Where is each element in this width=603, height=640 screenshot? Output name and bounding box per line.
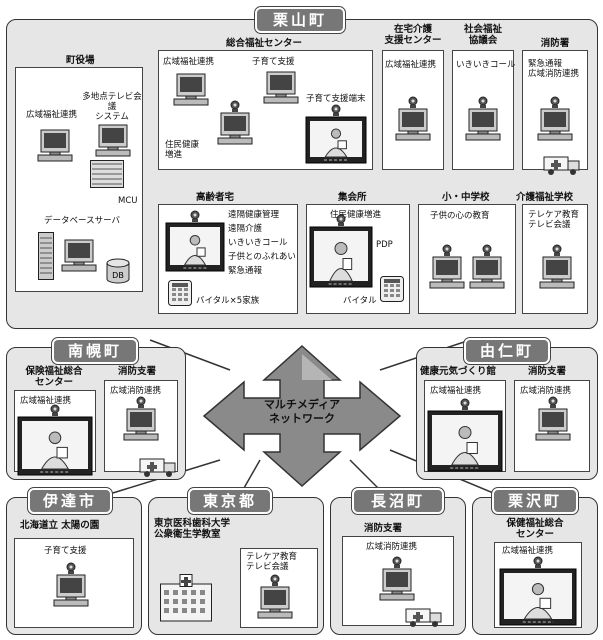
- pdp-label: PDP: [376, 240, 393, 250]
- elderly-service-1: 遠隔介護: [228, 224, 263, 234]
- school-pc-icon-2: [469, 244, 505, 289]
- tokyo-label: テレケア教育 テレビ会議: [246, 552, 298, 572]
- tokyo-univ-title: 東京医科歯科大学 公衆衛生学教室: [154, 518, 231, 540]
- naganuma-fire-truck-icon: [405, 608, 442, 627]
- kurisawa-tv-icon: [499, 556, 577, 626]
- region-title-kuriyama: 栗山町: [254, 6, 346, 34]
- yuni-fire-label: 広域消防連携: [520, 386, 572, 396]
- school-pc-icon-1: [429, 244, 465, 289]
- region-title-nanporo: 南幌町: [51, 337, 139, 365]
- kurisawa-center-title: 保健福祉総合 センター: [506, 518, 564, 540]
- elderly-vital-icon: [168, 280, 192, 306]
- db-server-icon: [38, 232, 54, 280]
- region-title-tokyo: 東京都: [187, 487, 273, 515]
- elderly-service-4: 緊急通報: [228, 266, 263, 276]
- region-title-kurisawa: 栗沢町: [491, 487, 579, 515]
- welfare-pc-icon-2: [217, 100, 253, 145]
- network-arrow: [202, 344, 402, 488]
- assembly-pdp-icon: [309, 214, 373, 288]
- date-pc-icon: [53, 562, 89, 607]
- school-title: 小・中学校: [442, 192, 490, 203]
- nanporo-center-tv-icon: [17, 404, 93, 476]
- region-title-yuni: 由仁町: [463, 337, 551, 365]
- yuni-fire-pc-icon: [535, 396, 571, 441]
- elderly-vital-label: バイタル×5家族: [196, 296, 260, 306]
- nanporo-center-title: 保険福祉総合 センター: [25, 366, 83, 388]
- yuni-hall-title: 健康元気づくり館: [420, 366, 497, 377]
- town-office-pc-label: 広域福祉連携: [26, 110, 78, 120]
- elderly-service-2: いきいきコール: [228, 238, 288, 248]
- welfare-pc-icon-1: [173, 73, 209, 106]
- db-icon: DB: [106, 258, 130, 284]
- home-care-pc-icon: [395, 96, 431, 141]
- fire-dept-label: 緊急通報 広域消防連携: [528, 59, 580, 79]
- care-school-label: テレケア教育 テレビ会議: [528, 210, 580, 230]
- nanporo-fire-truck-icon: [139, 458, 176, 477]
- naganuma-label: 広域消防連携: [366, 542, 418, 552]
- svg-text:DB: DB: [112, 271, 124, 280]
- town-office-pc-icon: [37, 129, 73, 162]
- elderly-service-3: 子供とのふれあい: [228, 252, 296, 262]
- assembly-vital-icon: [380, 276, 404, 302]
- mcu-icon: [90, 160, 124, 188]
- mcu-system-label: 多地点テレビ会議 システム: [82, 92, 142, 122]
- social-welfare-pc-icon: [465, 96, 501, 141]
- welfare-label-3: 子育て支援端末: [306, 94, 366, 104]
- home-care-label: 広域福祉連携: [385, 60, 437, 70]
- nanporo-fire-title: 消防支署: [118, 366, 157, 377]
- region-title-naganuma: 長沼町: [351, 487, 445, 515]
- assembly-label: 住民健康増進: [330, 210, 382, 220]
- care-school-pc-icon: [539, 244, 575, 289]
- yuni-hall-tv-icon: [427, 398, 503, 472]
- assembly-title: 集会所: [338, 192, 367, 203]
- welfare-center-title: 総合福祉センター: [226, 38, 303, 49]
- kurisawa-label: 広域福祉連携: [502, 546, 554, 556]
- elderly-service-0: 遠隔健康管理: [228, 210, 280, 220]
- yuni-hall-label: 広域福祉連携: [430, 386, 482, 396]
- fire-dept-pc-icon: [537, 96, 573, 141]
- elderly-home-title: 高齢者宅: [196, 192, 235, 203]
- assembly-vital-label: バイタル: [343, 296, 377, 306]
- nanporo-fire-label: 広域消防連携: [110, 386, 162, 396]
- network-label: マルチメディア ネットワーク: [263, 398, 341, 425]
- mcu-terminal-icon: [95, 124, 131, 157]
- fire-dept-title: 消防署: [540, 38, 570, 49]
- tokyo-building-icon: [160, 574, 212, 622]
- db-server-pc-icon: [61, 239, 97, 272]
- welfare-label-0: 広域福祉連携: [163, 57, 215, 67]
- date-label: 子育て支援: [44, 546, 87, 556]
- naganuma-pc-icon: [379, 556, 415, 601]
- tokyo-pc-icon: [257, 574, 293, 619]
- welfare-label-2: 住民健康 増進: [165, 140, 200, 160]
- school-label: 子供の心の教育: [430, 211, 490, 221]
- elderly-tv-icon: [165, 210, 225, 272]
- town-office-title: 町役場: [66, 55, 95, 66]
- social-welfare-label: いきいきコール: [456, 60, 516, 70]
- care-school-title: 介護福祉学校: [516, 192, 574, 203]
- region-title-date: 伊達市: [27, 487, 113, 515]
- social-welfare-title: 社会福祉 協議会: [463, 24, 502, 46]
- date-sub-title: 北海道立 太陽の園: [20, 520, 100, 531]
- nanporo-center-label: 広域福祉連携: [20, 396, 72, 406]
- welfare-label-1: 子育て支援: [252, 57, 295, 67]
- naganuma-fire-title: 消防支署: [364, 523, 403, 534]
- db-server-label: データベースサーバ: [44, 216, 120, 226]
- yuni-fire-title: 消防支署: [528, 366, 567, 377]
- home-care-title: 在宅介護 支援センター: [384, 24, 442, 46]
- mcu-label: MCU: [118, 196, 138, 206]
- welfare-pc-icon-3: [263, 71, 299, 104]
- fire-truck-icon: [543, 156, 580, 175]
- nanporo-fire-pc-icon: [123, 396, 159, 441]
- child-support-terminal-icon: [305, 104, 367, 164]
